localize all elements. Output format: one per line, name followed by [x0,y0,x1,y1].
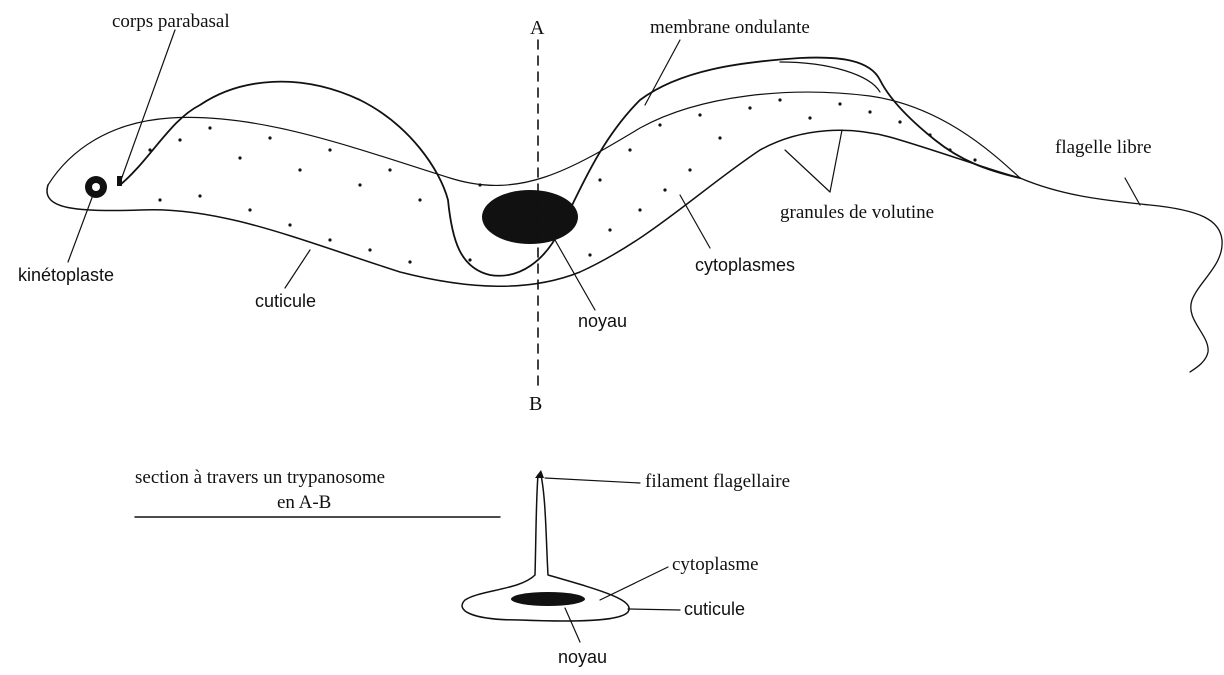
leader-section-cytoplasme [600,567,668,600]
leader-filament [545,478,640,483]
label-granules-volutine: granules de volutine [780,203,934,222]
nucleus-main [482,190,578,244]
leader-cuticule [285,250,310,288]
free-flagellum [1020,178,1222,372]
label-point-b: B [529,394,542,414]
label-cuticule-main: cuticule [255,292,316,310]
volutin-granules [148,98,976,263]
label-corps-parabasal: corps parabasal [112,12,230,31]
label-noyau-main: noyau [578,312,627,330]
section-title-line2: en A-B [277,493,331,512]
leader-corps-parabasal [121,30,175,180]
section-title-line1: section à travers un trypanosome [135,468,385,487]
leader-kinetoplaste [68,195,93,262]
label-section-noyau: noyau [558,648,607,666]
label-filament-flagellaire: filament flagellaire [645,472,790,491]
label-section-cytoplasme: cytoplasme [672,555,759,574]
label-section-cuticule: cuticule [684,600,745,618]
leader-granules-1 [785,150,830,192]
label-point-a: A [530,18,544,38]
section-nucleus [511,592,585,606]
leader-membrane [645,40,680,105]
leader-section-cuticule [628,609,680,610]
label-flagelle-libre: flagelle libre [1055,138,1152,157]
leader-noyau [555,240,595,310]
section-filament-tip [535,470,544,478]
cell-body-upper-outline [48,92,1020,185]
label-cytoplasmes: cytoplasmes [695,256,795,274]
leader-cytoplasmes [680,195,710,248]
label-membrane-ondulante: membrane ondulante [650,18,810,37]
leader-section-noyau [565,608,580,642]
leader-flagelle-libre [1125,178,1140,205]
leader-granules-2 [830,130,842,192]
label-kinetoplaste: kinétoplaste [18,266,114,284]
